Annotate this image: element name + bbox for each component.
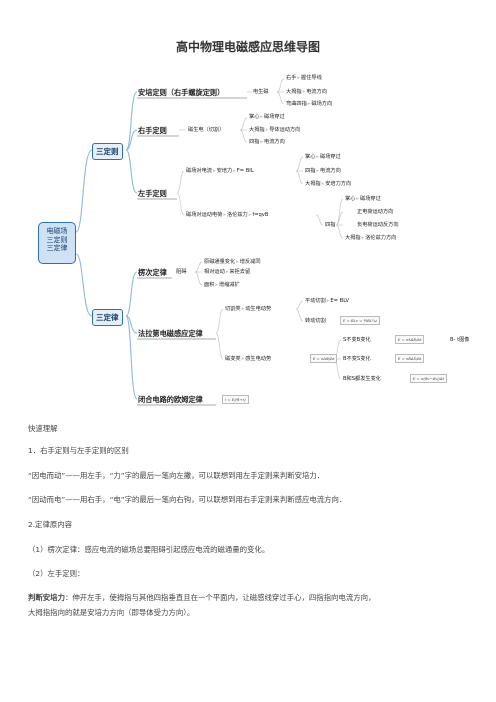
formula-rotate: E = BLv = ½BL²ω [340,316,380,325]
lenz-row: 面积▸增缩减扩 [204,281,240,288]
bt-graph-label: B- t图像 [450,336,470,343]
root-line-2: 三定则 [46,235,68,244]
left-hand-current-row: 大拇指▸安培力方向 [305,180,352,187]
faraday-cut-rotate: 转动切割 [305,317,326,324]
formula-b-fixed: E = nBΔS/Δt [395,354,425,363]
body-line: （1）楞次定律：感应电流的磁场总要阻碍引起感应电流的磁通量的变化。 [28,545,270,554]
ampere-mid: 电生磁 [253,88,269,95]
body-line: 2.定律原内容 [28,520,73,529]
left-hand-charge-row: 大拇指▸洛伦兹力方向 [345,234,397,241]
left-hand-charge-row: 正电荷运动方向 [357,208,394,215]
body-line: “因电而动”——用左手，“力”字的最后一笔向左撇，可以联想到用左手定则来判断安培… [28,471,325,480]
left-hand-current-row: 四指▸电流方向 [305,167,341,174]
body-line: 判断安培力：伸开左手，使拇指与其他四指垂直且在一个平面内，让磁感线穿过手心，四指… [28,593,376,602]
faraday-cut-translate: 平动切割▸E= BLV [305,297,350,304]
branch-three-rules: 三定则 [92,143,123,160]
formula-both: E = n(Φ₂−Φ₁)/Δt [410,374,447,383]
faraday-change-row: B和S都发生变化 [343,375,381,382]
formula-s-fixed: E = nSΔB/Δt [395,335,425,344]
ampere-row: 大拇指▸电流方向 [286,88,327,95]
body-line: 1．右手定则与左手定则的区别 [28,446,129,455]
root-line-1: 电磁场 [46,227,68,235]
right-hand-row: 大拇指▸导体运动方向 [249,126,301,133]
faraday-cut: 切割类▸动生电动势 [225,305,272,312]
body-line: “因动而电”——用右手，“电”字的最后一笔向右钩，可以联想到用右手定则来判断感应… [28,495,347,504]
right-hand-label: 右手定则 [138,126,167,135]
branch-three-laws: 三定律 [92,309,123,326]
faraday-label: 法拉第电磁感应定律 [138,329,203,338]
body-line: 大拇指指向的就是安培力方向（即导体受力方向）。 [28,608,195,617]
lenz-label: 楞次定律 [138,268,167,277]
body-heading: 快速理解 [28,424,58,433]
left-hand-current-row: 掌心▸磁场穿过 [305,153,341,160]
root-line-3: 三定律 [46,244,68,252]
lenz-row: 相对运动▸来拒去留 [204,268,251,275]
lenz-mid: 阻碍 [176,268,187,275]
page-title: 高中物理电磁感应思维导图 [175,40,320,54]
left-hand-charge-row: 负电荷运动反方向 [357,221,399,228]
formula-induced: E = nΔΦ/Δt [310,354,338,363]
left-hand-current: 磁场对电流▸安培力▸F= BIL [186,167,254,174]
ampere-rule-label: 安培定则（右手螺旋定则） [138,88,225,97]
ampere-row: 右手▸握住导线 [286,75,322,81]
left-hand-charge-row: 掌心▸磁场穿过 [345,195,381,202]
faraday-change-row: B不变S变化 [343,355,371,362]
lenz-row: 原磁通量变化▸增反减同 [204,258,261,265]
left-hand-charge: 磁场对运动电荷▸洛伦兹力▸f=qvB [186,211,269,218]
left-hand-charge-mid: 四指 [325,221,336,228]
body-line: （2）左手定则： [28,569,85,578]
right-hand-mid: 磁生电（切割） [188,126,225,133]
right-hand-row: 掌心▸磁场穿过 [249,114,285,120]
left-hand-label: 左手定则 [138,189,167,198]
ohm-label: 闭合电路的欧姆定律 [138,395,203,404]
faraday-change-row: S不变B变化 [343,336,371,343]
faraday-change: 磁变类▸感生电动势 [225,355,272,362]
formula-ohm: I = E/(R+r) [222,395,249,404]
root-node: 电磁场 三定则 三定律 [38,222,76,264]
right-hand-row: 四指▸电流方向 [249,139,285,145]
ampere-row: 弯曲四指▸磁场方向 [286,101,333,107]
